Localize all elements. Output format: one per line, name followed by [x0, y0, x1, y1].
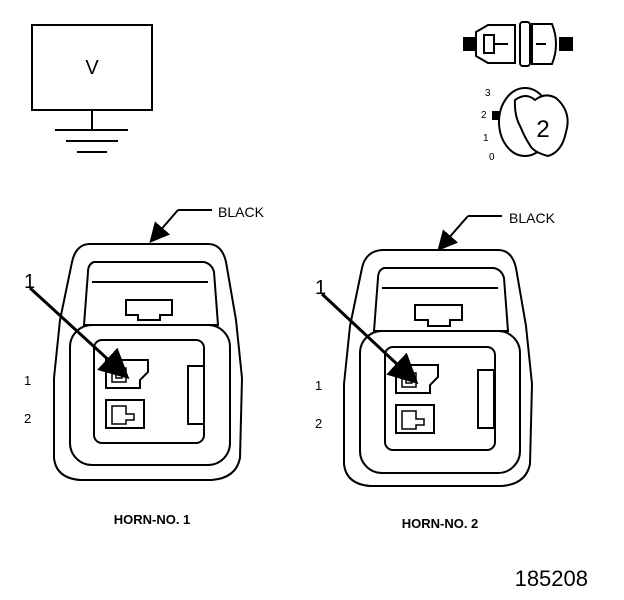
connector-1-title: HORN-NO. 1 [114, 512, 191, 527]
switch-position-3: 3 [485, 88, 491, 99]
horn-connector-2: BLACK 1 1 2 HORN-NO. 2 [315, 210, 556, 531]
ground-icon [55, 110, 128, 153]
voltmeter-label: V [85, 57, 99, 79]
figure-number: 185208 [515, 566, 588, 591]
connector-2-callout: 1 [315, 277, 326, 299]
switch-position-2: 2 [481, 110, 487, 121]
switch-position-1: 1 [483, 133, 489, 144]
connector-2-title: HORN-NO. 2 [402, 516, 479, 531]
switch-selected-position: 2 [536, 116, 549, 143]
horn-connector-1: BLACK 1 1 2 HORN-NO. 1 [24, 204, 265, 527]
voltmeter-symbol: V [31, 24, 153, 153]
connector-1-callout: 1 [24, 271, 35, 293]
switch-position-0: 0 [489, 152, 495, 163]
connector-2-color-label: BLACK [509, 210, 556, 226]
connector-2-pin-2-label: 2 [315, 416, 322, 431]
test-lead-connector-icon [463, 21, 573, 67]
connector-2-pin-1-label: 1 [315, 378, 322, 393]
ignition-switch-icon: 3 2 1 0 2 [481, 87, 569, 163]
connector-1-pin-2-label: 2 [24, 411, 31, 426]
connector-1-pin-1-label: 1 [24, 373, 31, 388]
connector-1-color-label: BLACK [218, 204, 265, 220]
